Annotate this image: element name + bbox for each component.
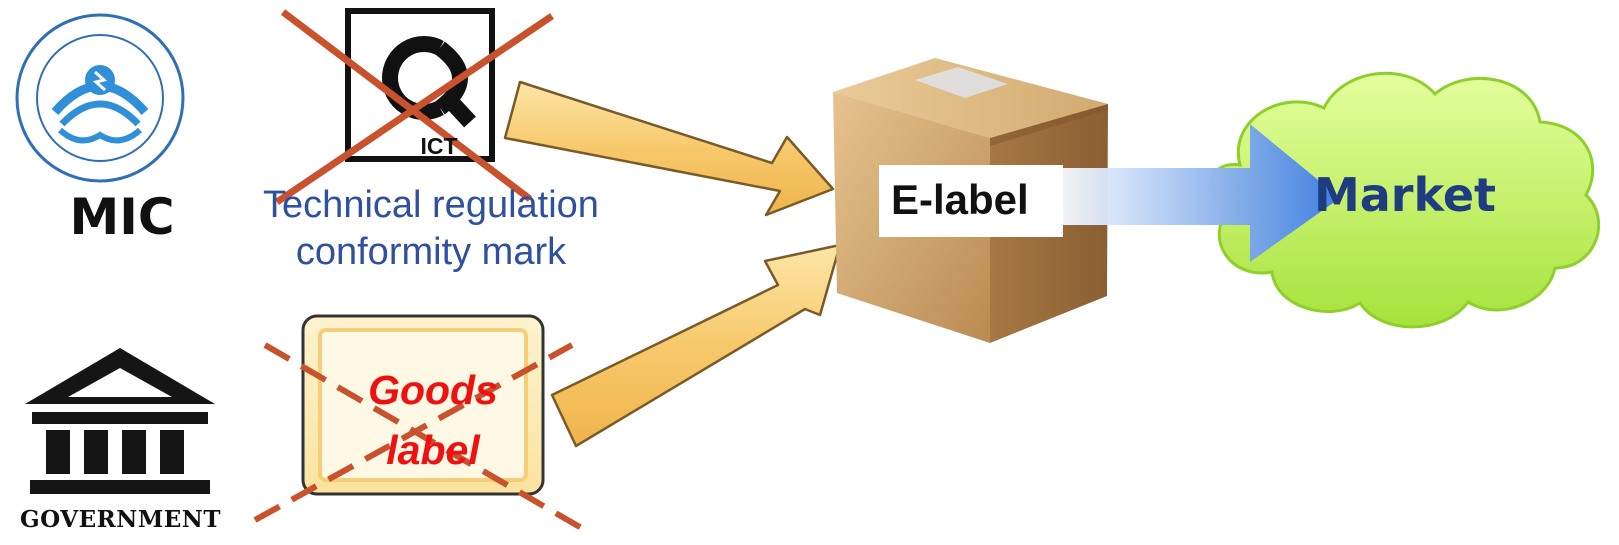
government-building-icon: [25, 348, 215, 494]
arrow-mark-to-elabel: [503, 80, 835, 217]
market-label: Market: [1313, 168, 1497, 222]
elabel-tag: E-label: [879, 165, 1063, 237]
market-cloud: [1208, 71, 1601, 329]
goods-cross-out: [253, 342, 587, 533]
goods-label-box: [301, 314, 545, 496]
goods-label-line1: Goods: [368, 367, 498, 413]
cardboard-box: [833, 58, 1108, 343]
arrow-goods-to-elabel: [550, 243, 842, 448]
ict-cross-out: [275, 9, 554, 205]
technical-regulation-line1: Technical regulation: [263, 184, 599, 226]
arrow-elabel-to-market: [1050, 124, 1340, 262]
technical-regulation-line2: conformity mark: [295, 231, 567, 273]
mic-logo: [15, 13, 185, 183]
goods-label-line2: label: [386, 427, 480, 473]
government-label: GOVERNMENT: [20, 506, 221, 533]
technical-regulation-caption: Technical regulation conformity mark: [236, 182, 626, 276]
ict-mark-text: ICT: [420, 133, 458, 159]
mic-label: MIC: [69, 188, 175, 246]
goods-label-caption: Goods label: [318, 360, 548, 480]
